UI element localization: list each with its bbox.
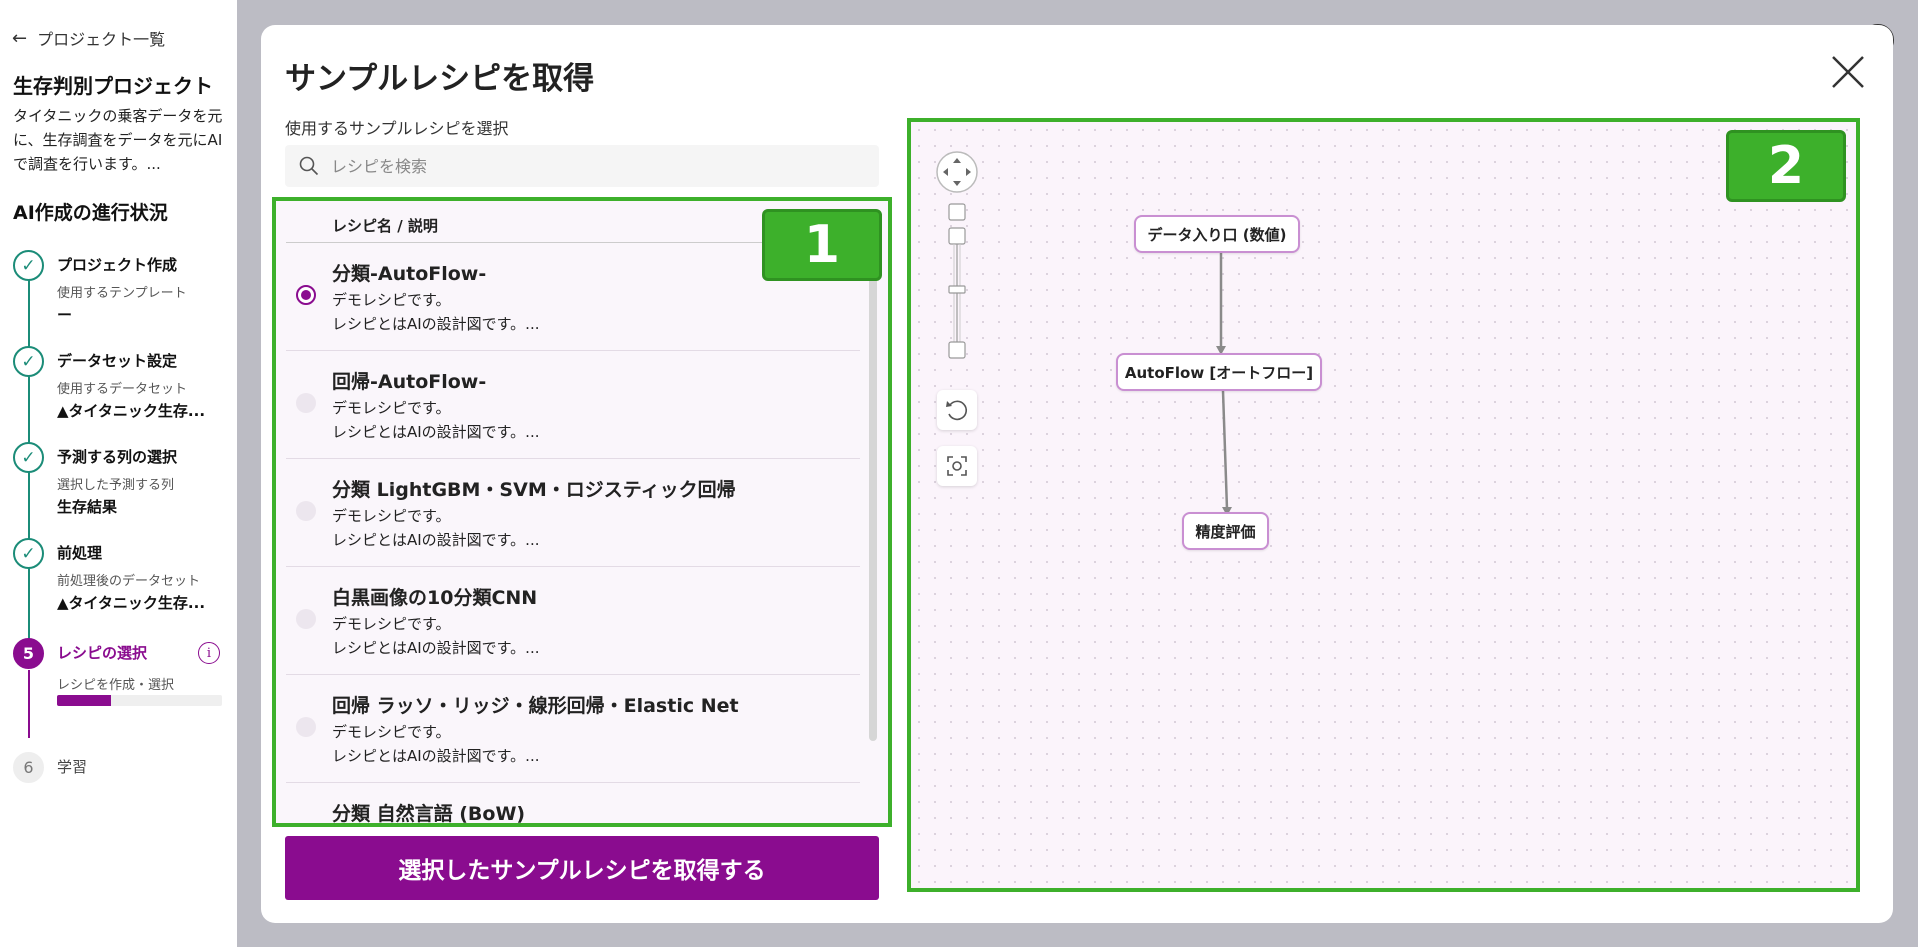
- recipe-description: デモレシピです。: [332, 399, 451, 417]
- back-to-projects-link[interactable]: ← プロジェクト一覧: [12, 26, 165, 50]
- recipe-radio[interactable]: [296, 285, 316, 305]
- flow-node-data-input[interactable]: データ入り口 (数値): [1134, 215, 1300, 253]
- recipe-radio[interactable]: [296, 825, 316, 827]
- progress-title: AI作成の進行状況: [13, 202, 168, 224]
- step-subtitle: 選択した予測する列: [57, 478, 175, 493]
- step-title: レシピの選択: [57, 644, 148, 662]
- step-number: 5: [13, 638, 44, 669]
- recipe-name: 分類 LightGBM・SVM・ロジスティック回帰: [332, 479, 736, 501]
- recipe-description-detail: レシピとはAIの設計図です。...: [332, 315, 540, 333]
- recipe-description: デモレシピです。: [332, 507, 451, 525]
- back-link-label: プロジェクト一覧: [37, 30, 166, 49]
- recipe-flow-canvas[interactable]: 2: [907, 118, 1860, 892]
- recipe-name: 分類 自然言語 (BoW): [332, 803, 526, 825]
- recipe-name: 回帰-AutoFlow-: [332, 371, 487, 393]
- step-value: ▲タイタニック生存...: [57, 594, 206, 612]
- sample-recipe-modal: サンプルレシピを取得 使用するサンプルレシピを選択 レシピ名 / 説明 分類-A…: [261, 25, 1893, 923]
- step-value: ▲タイタニック生存...: [57, 402, 206, 420]
- recipe-select-label: 使用するサンプルレシピを選択: [285, 119, 509, 138]
- rotate-icon: [946, 400, 968, 421]
- step-title: プロジェクト作成: [57, 256, 178, 274]
- step-title: 予測する列の選択: [57, 448, 178, 466]
- recipe-name: 回帰 ラッソ・リッジ・線形回帰・Elastic Net: [332, 695, 739, 717]
- recipe-item[interactable]: 回帰-AutoFlow- デモレシピです。レシピとはAIの設計図です。...: [286, 351, 860, 459]
- recipe-item[interactable]: 回帰 ラッソ・リッジ・線形回帰・Elastic Net デモレシピです。レシピとは…: [286, 675, 860, 783]
- recipe-radio[interactable]: [296, 501, 316, 521]
- step-value: 生存結果: [57, 498, 118, 516]
- step-progress-fill: [57, 695, 112, 706]
- project-title: 生存判別プロジェクト: [13, 74, 213, 98]
- check-icon: ✓: [13, 442, 44, 473]
- step-subtitle: 前処理後のデータセット: [57, 574, 201, 589]
- recipe-description-detail: レシピとはAIの設計図です。...: [332, 639, 540, 657]
- recipe-list-header: レシピ名 / 説明: [286, 201, 860, 243]
- close-icon[interactable]: [1829, 53, 1867, 91]
- recipe-item[interactable]: 分類-AutoFlow- デモレシピです。レシピとはAIの設計図です。...: [286, 243, 860, 351]
- info-icon[interactable]: i: [198, 642, 220, 664]
- flow-node-autoflow[interactable]: AutoFlow [オートフロー]: [1116, 353, 1322, 391]
- flow-edges: [1216, 253, 1232, 516]
- recipe-item[interactable]: 白黒画像の10分類CNN デモレシピです。レシピとはAIの設計図です。...: [286, 567, 860, 675]
- check-icon: ✓: [13, 250, 44, 281]
- recipe-description: デモレシピです。: [332, 291, 451, 309]
- recipe-name: 白黒画像の10分類CNN: [332, 587, 538, 609]
- sidebar: ← プロジェクト一覧 生存判別プロジェクト タイタニックの乗客データを元に、生存…: [0, 0, 237, 947]
- annotation-badge-1: 1: [762, 209, 882, 281]
- focus-icon: [947, 456, 967, 476]
- step-value: ー: [57, 306, 73, 324]
- recipe-item[interactable]: 分類 LightGBM・SVM・ロジスティック回帰デモレシピです。レシピとはAI…: [286, 459, 860, 567]
- recipe-search-box[interactable]: [285, 145, 879, 187]
- zoom-slider[interactable]: [947, 202, 967, 362]
- step-title: データセット設定: [57, 352, 178, 370]
- fit-view-button[interactable]: [937, 446, 977, 486]
- recipe-radio[interactable]: [296, 717, 316, 737]
- check-icon: ✓: [13, 346, 44, 377]
- step-subtitle: 使用するテンプレート: [57, 286, 187, 301]
- recipe-list-items: 分類-AutoFlow-デモレシピです。レシピとはAIの設計図です。...回帰-…: [286, 243, 860, 827]
- arrow-left-icon: ←: [12, 27, 28, 49]
- recipe-description-detail: レシピとはAIの設計図です。...: [332, 423, 540, 441]
- recipe-radio[interactable]: [296, 393, 316, 413]
- step-number: 6: [13, 752, 44, 783]
- search-icon: [299, 156, 319, 176]
- pan-control-icon[interactable]: [935, 150, 979, 194]
- recipe-description: デモレシピです。: [332, 723, 451, 741]
- flow-edge: [1221, 390, 1229, 510]
- step-title: 学習: [57, 758, 88, 776]
- step-subtitle: レシピを作成・選択: [57, 678, 175, 693]
- flow-node-accuracy[interactable]: 精度評価: [1182, 512, 1269, 550]
- progress-line-active: [28, 670, 30, 738]
- project-description: タイタニックの乗客データを元に、生存調査をデータを元にAIで調査を行います。..…: [13, 107, 223, 173]
- recipe-item[interactable]: 分類 自然言語 (BoW): [286, 783, 860, 827]
- arrow-down-icon: [1216, 346, 1226, 355]
- step-progress-bar: [57, 695, 222, 706]
- recipe-description-detail: レシピとはAIの設計図です。...: [332, 531, 540, 549]
- recipe-radio[interactable]: [296, 609, 316, 629]
- modal-title: サンプルレシピを取得: [285, 61, 595, 97]
- recipe-list: レシピ名 / 説明 分類-AutoFlow-デモレシピです。レシピとはAIの設計…: [272, 197, 892, 827]
- recipe-name: 分類-AutoFlow-: [332, 263, 487, 285]
- get-sample-recipe-button[interactable]: 選択したサンプルレシピを取得する: [285, 836, 879, 900]
- recipe-description-detail: レシピとはAIの設計図です。...: [332, 747, 540, 765]
- recipe-list-scrollbar[interactable]: [869, 276, 877, 741]
- arrow-down-icon: [1222, 507, 1232, 516]
- recipe-search-input[interactable]: [331, 156, 831, 176]
- step-subtitle: 使用するデータセット: [57, 382, 188, 397]
- step-title: 前処理: [57, 544, 103, 562]
- check-icon: ✓: [13, 538, 44, 569]
- annotation-badge-2: 2: [1726, 130, 1846, 202]
- reset-view-button[interactable]: [937, 390, 977, 430]
- recipe-description: デモレシピです。: [332, 615, 451, 633]
